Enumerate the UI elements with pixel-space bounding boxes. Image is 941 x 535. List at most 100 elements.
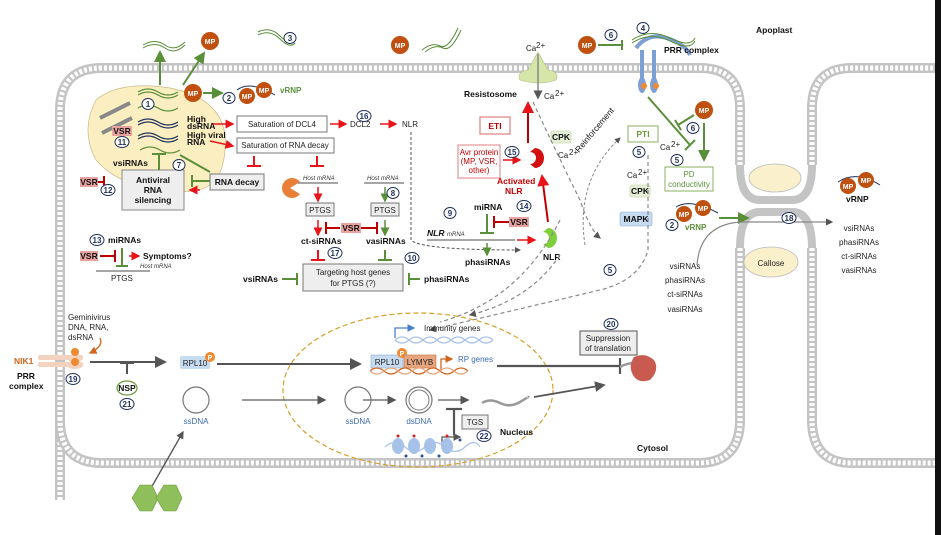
nlr-label: NLR bbox=[402, 120, 418, 129]
step-6b: 6 bbox=[686, 122, 700, 134]
svg-text:6: 6 bbox=[691, 124, 696, 133]
svg-text:MP: MP bbox=[582, 43, 593, 50]
viral-rna-icon bbox=[142, 41, 186, 49]
avr-protein-label-2: (MP, VSR, bbox=[461, 157, 498, 166]
pti-box bbox=[627, 125, 659, 143]
svg-text:13: 13 bbox=[93, 236, 102, 245]
ptgs-box bbox=[370, 202, 400, 217]
svg-text:21: 21 bbox=[123, 400, 132, 409]
svg-text:ct-siRNAs: ct-siRNAs bbox=[667, 290, 703, 299]
cytosol-label: Cytosol bbox=[637, 443, 668, 453]
immunity-genes-dna bbox=[394, 336, 494, 344]
cpk-label: CPK bbox=[552, 132, 571, 142]
cpk-label: CPK bbox=[631, 186, 650, 196]
activated-nlr-label: Activated bbox=[497, 176, 535, 186]
callose-deposit-upper bbox=[748, 163, 802, 193]
viral-rna-icon bbox=[257, 32, 296, 46]
calcium-label: Ca bbox=[558, 151, 569, 160]
targeting-host-genes-box bbox=[302, 263, 404, 292]
mp-export-arrow bbox=[182, 51, 206, 86]
viral-rna-icon bbox=[142, 44, 186, 52]
mp-protein: MP bbox=[201, 32, 219, 50]
step-4: 4 bbox=[636, 22, 650, 34]
apoplast-label: Apoplast bbox=[756, 25, 793, 35]
activation-arrow bbox=[537, 174, 550, 223]
vrnp-complex: MP MP vRNP bbox=[236, 82, 302, 104]
step-8: 8 bbox=[386, 187, 400, 199]
nucleus-envelope bbox=[282, 312, 554, 468]
rna-decay-label: RNA decay bbox=[215, 177, 260, 187]
antiviral-label: Antiviral bbox=[136, 175, 170, 185]
geminivirus-label-3: dsRNA bbox=[68, 333, 94, 342]
eti-label: ETI bbox=[488, 121, 501, 131]
phasirnas-label: phasiRNAs bbox=[465, 257, 511, 267]
mirnas-label: miRNAs bbox=[108, 235, 141, 245]
step-19: 19 bbox=[65, 373, 81, 385]
dsdna-circle bbox=[405, 386, 433, 414]
chromatin-nucleosomes-icon bbox=[384, 434, 481, 458]
inhibition-line bbox=[647, 96, 691, 146]
svg-text:16: 16 bbox=[360, 112, 369, 121]
rp-genes-dna bbox=[369, 367, 469, 375]
svg-text:vasiRNAs: vasiRNAs bbox=[667, 305, 702, 314]
reinforcement-label: Reinforcement bbox=[573, 105, 617, 154]
step-12: 12 bbox=[100, 184, 116, 196]
step-5c: 5 bbox=[603, 264, 617, 276]
svg-text:MP: MP bbox=[205, 39, 216, 46]
high-viral-rna-label-2: RNA bbox=[187, 137, 205, 147]
high-viral-rna-label: High viral bbox=[187, 130, 226, 140]
svg-text:MP: MP bbox=[698, 206, 709, 213]
translation-arrow bbox=[533, 381, 606, 398]
ribosome-icon bbox=[619, 355, 657, 382]
immunity-genes-dna bbox=[394, 336, 494, 344]
step-16: 16 bbox=[356, 110, 372, 122]
svg-text:8: 8 bbox=[391, 189, 396, 198]
calcium-label: Ca bbox=[627, 171, 638, 180]
suppression-translation-box bbox=[579, 330, 638, 356]
viral-rna-icon bbox=[421, 27, 459, 51]
svg-text:2: 2 bbox=[227, 94, 232, 103]
mp-protein: MP bbox=[391, 36, 409, 54]
avr-protein-box bbox=[457, 144, 501, 179]
svg-text:10: 10 bbox=[408, 254, 417, 263]
pd-conductivity-box bbox=[664, 166, 714, 192]
calcium-label: Ca bbox=[660, 143, 671, 152]
calcium-superscript: 2+ bbox=[555, 89, 564, 98]
host-mrna-label: Host mRNA bbox=[367, 176, 399, 182]
vrnp-complex: MP MP vRNP bbox=[837, 172, 881, 204]
inhibition-bar bbox=[684, 139, 696, 151]
ptgs-label: PTGS bbox=[374, 206, 396, 215]
geminivirus-label-2: DNA, RNA, bbox=[68, 323, 108, 332]
step-5b: 5 bbox=[670, 154, 684, 166]
avr-protein-label-3: other) bbox=[469, 166, 490, 175]
small-rna-list-destination: vsiRNAs phasiRNAs ct-siRNAs vasiRNAs bbox=[839, 224, 879, 275]
nlr-mrna-suffix: mRNA bbox=[447, 232, 465, 238]
svg-text:5: 5 bbox=[675, 156, 680, 165]
svg-text:phasiRNAs: phasiRNAs bbox=[665, 276, 705, 285]
svg-text:3: 3 bbox=[288, 34, 293, 43]
calcium-superscript: 2+ bbox=[569, 148, 578, 157]
mp-protein: MP bbox=[578, 36, 596, 54]
tgs-label: TGS bbox=[467, 418, 483, 427]
step-6a: 6 bbox=[604, 29, 618, 41]
vsr-label: VSR bbox=[510, 217, 527, 227]
suppression-label-2: of translation bbox=[585, 344, 631, 353]
svg-text:15: 15 bbox=[508, 148, 517, 157]
ssdna-label: ssDNA bbox=[184, 417, 210, 426]
pti-signaling-dashed-arrow bbox=[428, 155, 649, 333]
nsp-protein-icon bbox=[116, 380, 138, 396]
step-7: 7 bbox=[172, 159, 186, 171]
saturation-dcl4-label: Saturation of DCL4 bbox=[248, 120, 317, 129]
prr-label: PRR bbox=[17, 371, 35, 381]
svg-text:1: 1 bbox=[146, 100, 151, 109]
step-number-badges: 1 2 2 3 4 5 5 5 6 6 7 8 9 10 11 12 13 14… bbox=[65, 22, 797, 442]
svg-text:7: 7 bbox=[177, 161, 182, 170]
pti-label: PTI bbox=[636, 129, 649, 139]
prr-label-2: complex bbox=[9, 381, 44, 391]
step-17: 17 bbox=[327, 247, 343, 259]
immunity-genes-promoter-arrow bbox=[394, 324, 416, 338]
svg-text:19: 19 bbox=[69, 375, 78, 384]
calcium-superscript: 2+ bbox=[671, 140, 680, 149]
high-dsrna-label-2: dsRNA bbox=[187, 121, 215, 131]
